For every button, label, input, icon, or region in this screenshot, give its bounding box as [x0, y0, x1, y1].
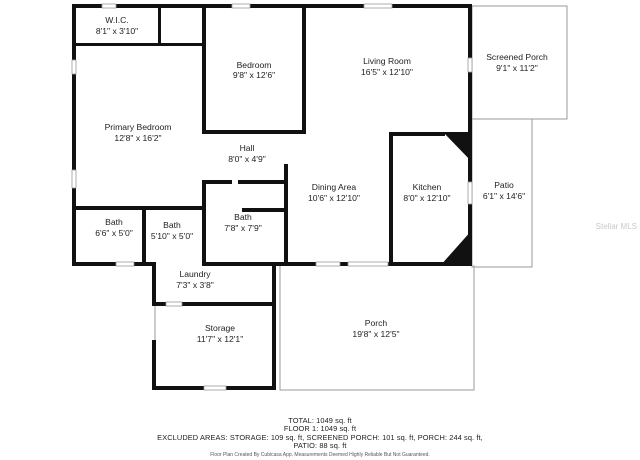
- floor-area: FLOOR 1: 1049 sq. ft: [283, 424, 357, 434]
- disclaimer-footer: Floor Plan Created By Cubicasa App. Meas…: [210, 452, 430, 458]
- room-dims: 16'5" x 12'10": [361, 67, 413, 77]
- room-dims: 6'6" x 5'0": [95, 228, 133, 238]
- room-name: Patio: [494, 180, 514, 190]
- room-dims: 11'7" x 12'1": [197, 334, 244, 344]
- windows: [71, 3, 473, 391]
- area-summary: TOTAL: 1049 sq. ft FLOOR 1: 1049 sq. ft …: [0, 416, 640, 451]
- watermark: Stellar MLS: [595, 222, 637, 231]
- room-name: Porch: [365, 318, 388, 328]
- room-dims: 7'3" x 3'8": [176, 280, 214, 290]
- room-dims: 7'8" x 7'9": [224, 223, 262, 233]
- excluded-areas: EXCLUDED AREAS: STORAGE: 109 sq. ft, SCR…: [157, 432, 483, 442]
- room-dims: 8'1" x 3'10": [96, 26, 138, 36]
- room-dims: 5'10" x 5'0": [151, 231, 193, 241]
- room-dims: 8'0" x 4'9": [228, 154, 266, 164]
- patio-area: PATIO: 88 sq. ft: [293, 441, 347, 451]
- room-name: Bath: [105, 217, 123, 227]
- room-name: Bedroom: [237, 60, 272, 70]
- room-labels: W.I.C. 8'1" x 3'10" Bedroom 9'8" x 12'6"…: [95, 15, 548, 344]
- room-name: Screened Porch: [486, 52, 548, 62]
- room-name: Storage: [205, 323, 235, 333]
- room-name: Living Room: [363, 56, 411, 66]
- room-name: Bath: [234, 212, 252, 222]
- room-dims: 8'0" x 12'10": [403, 193, 450, 203]
- room-name: Dining Area: [312, 182, 357, 192]
- room-dims: 9'1" x 11'2": [496, 63, 538, 73]
- room-name: Primary Bedroom: [105, 122, 172, 132]
- walls: [72, 4, 472, 390]
- room-name: Laundry: [179, 269, 211, 279]
- room-name: W.I.C.: [105, 15, 128, 25]
- room-name: Hall: [240, 143, 255, 153]
- room-dims: 6'1" x 14'6": [483, 191, 525, 201]
- room-dims: 10'6" x 12'10": [308, 193, 360, 203]
- room-dims: 12'8" x 16'2": [114, 133, 161, 143]
- room-name: Bath: [163, 220, 181, 230]
- total-area: TOTAL: 1049 sq. ft: [288, 416, 352, 425]
- floor-plan: W.I.C. 8'1" x 3'10" Bedroom 9'8" x 12'6"…: [71, 3, 568, 391]
- room-dims: 9'8" x 12'6": [233, 70, 275, 80]
- room-dims: 19'8" x 12'5": [352, 329, 399, 339]
- room-name: Kitchen: [413, 182, 442, 192]
